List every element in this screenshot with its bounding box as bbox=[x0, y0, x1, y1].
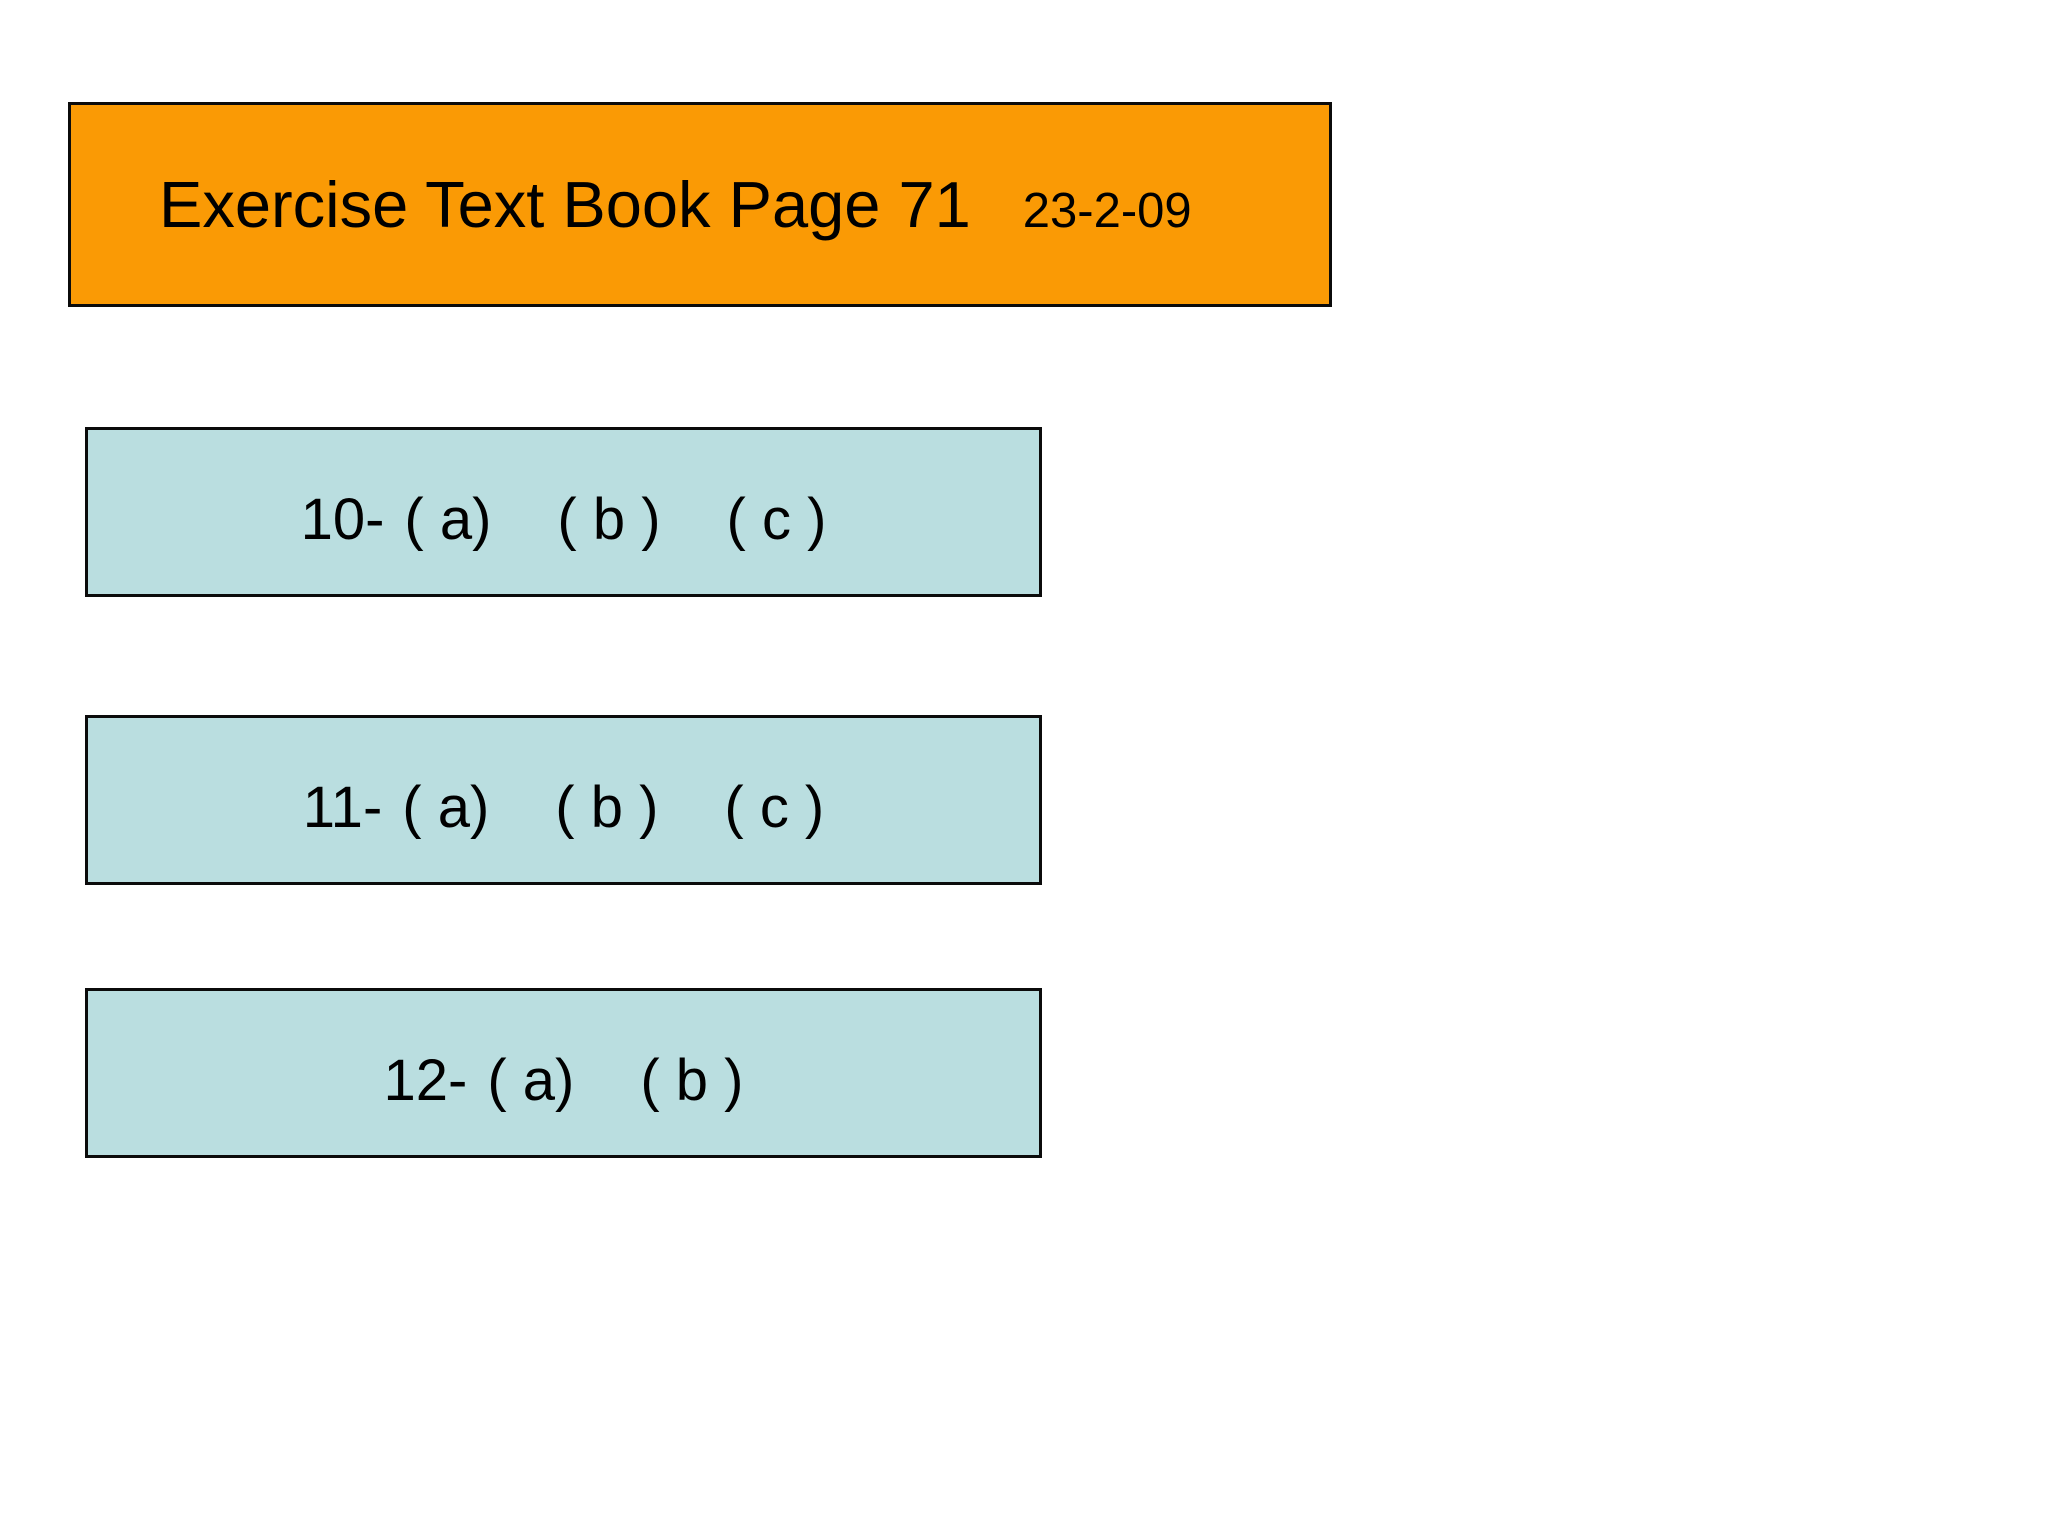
exercise-number: 10- bbox=[300, 486, 385, 552]
exercise-box-10: 10- ( a) ( b ) ( c ) bbox=[85, 427, 1042, 597]
exercise-part-b: ( b ) bbox=[640, 1047, 744, 1113]
exercise-number: 11- bbox=[302, 774, 383, 840]
exercise-number: 12- bbox=[383, 1047, 468, 1113]
exercise-part-a: ( a) bbox=[487, 1047, 575, 1113]
exercise-part-a: ( a) bbox=[402, 774, 490, 840]
exercise-part-c: ( c ) bbox=[726, 486, 827, 552]
slide-date: 23-2-09 bbox=[1022, 184, 1192, 238]
exercise-box-12: 12- ( a) ( b ) bbox=[85, 988, 1042, 1158]
exercise-part-a: ( a) bbox=[404, 486, 492, 552]
exercise-part-c: ( c ) bbox=[724, 774, 825, 840]
header-banner: Exercise Text Book Page 71 23-2-09 bbox=[68, 102, 1332, 307]
exercise-part-b: ( b ) bbox=[555, 774, 659, 840]
slide-title: Exercise Text Book Page 71 bbox=[159, 168, 971, 241]
exercise-box-11: 11- ( a) ( b ) ( c ) bbox=[85, 715, 1042, 885]
exercise-part-b: ( b ) bbox=[557, 486, 661, 552]
